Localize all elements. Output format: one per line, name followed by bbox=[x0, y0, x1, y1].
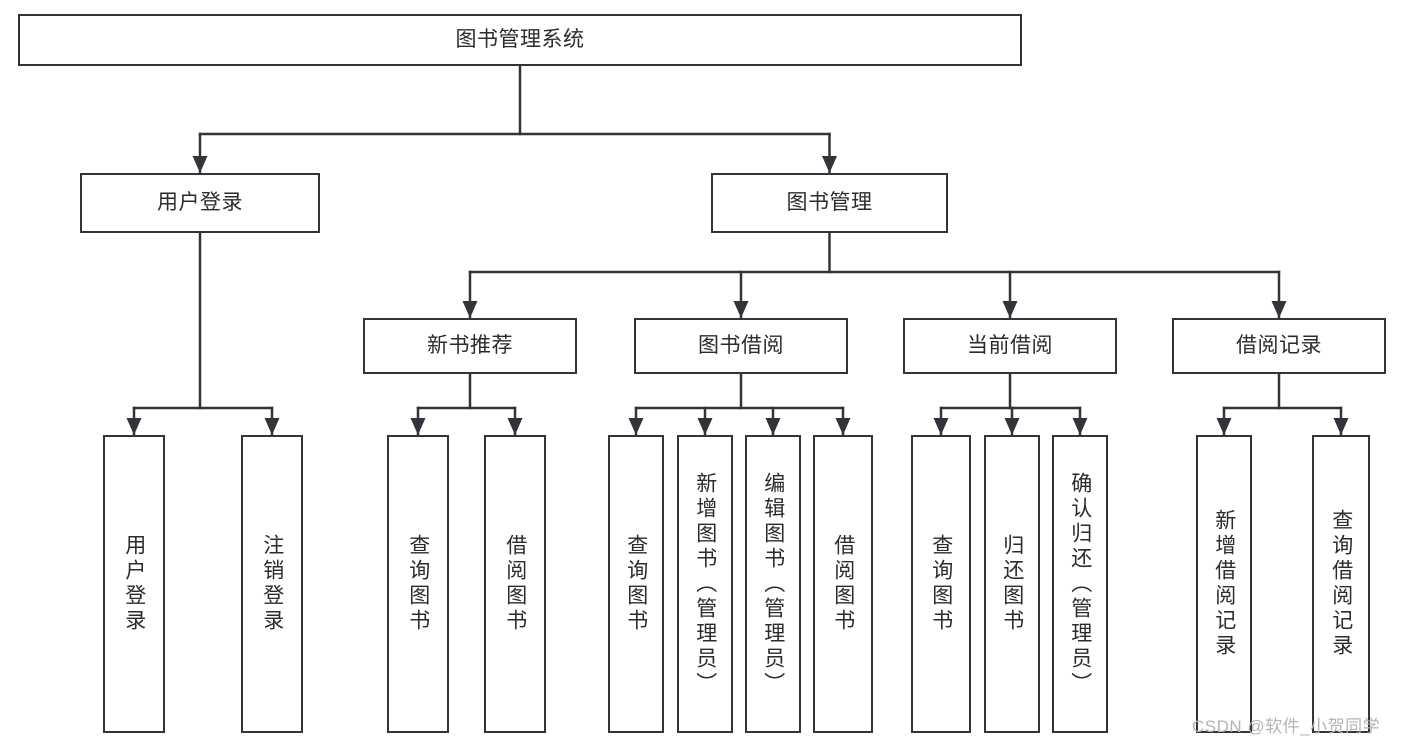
node-leaf-query-2[interactable]: 查询图书 bbox=[608, 435, 664, 733]
node-leaf-query-1[interactable]: 查询图书 bbox=[387, 435, 449, 733]
node-label: 查询图书 bbox=[406, 534, 430, 634]
node-label: 借阅图书 bbox=[503, 534, 527, 634]
node-label: 确认归还（管理员） bbox=[1068, 471, 1092, 697]
node-leaf-borrow-1[interactable]: 借阅图书 bbox=[484, 435, 546, 733]
arrowhead-user-login bbox=[192, 156, 208, 173]
node-label: 用户登录 bbox=[122, 534, 146, 634]
node-label: 新增借阅记录 bbox=[1212, 509, 1236, 659]
node-label: 图书管理 bbox=[786, 191, 873, 215]
arrowhead-book-borrow bbox=[733, 301, 749, 318]
node-leaf-confirm[interactable]: 确认归还（管理员） bbox=[1052, 435, 1108, 733]
node-new-book-rec[interactable]: 新书推荐 bbox=[363, 318, 577, 374]
node-current-borrow[interactable]: 当前借阅 bbox=[903, 318, 1117, 374]
arrowhead-leaf-query-3 bbox=[933, 418, 949, 435]
node-leaf-query-3[interactable]: 查询图书 bbox=[911, 435, 971, 733]
node-user-login[interactable]: 用户登录 bbox=[80, 173, 320, 233]
arrowhead-new-book-rec bbox=[462, 301, 478, 318]
node-label: 查询借阅记录 bbox=[1329, 509, 1353, 659]
arrowhead-book-manage bbox=[822, 156, 837, 173]
node-borrow-record[interactable]: 借阅记录 bbox=[1172, 318, 1386, 374]
node-label: 图书管理系统 bbox=[455, 28, 585, 52]
arrowhead-leaf-logout bbox=[264, 418, 280, 435]
arrowhead-leaf-query-2 bbox=[628, 418, 644, 435]
node-label: 编辑图书（管理员） bbox=[761, 471, 785, 697]
node-leaf-query-rec[interactable]: 查询借阅记录 bbox=[1312, 435, 1370, 733]
arrowhead-leaf-query-1 bbox=[410, 418, 426, 435]
node-leaf-logout[interactable]: 注销登录 bbox=[241, 435, 303, 733]
node-label: 借阅图书 bbox=[831, 534, 855, 634]
arrowhead-leaf-add-record bbox=[1216, 418, 1232, 435]
arrowhead-leaf-borrow-1 bbox=[507, 418, 523, 435]
node-leaf-add-record[interactable]: 新增借阅记录 bbox=[1196, 435, 1252, 733]
node-leaf-add-book[interactable]: 新增图书（管理员） bbox=[677, 435, 733, 733]
node-label: 借阅记录 bbox=[1236, 334, 1322, 358]
node-leaf-edit-book[interactable]: 编辑图书（管理员） bbox=[745, 435, 801, 733]
node-label: 图书借阅 bbox=[698, 334, 784, 358]
node-label: 新增图书（管理员） bbox=[693, 471, 717, 697]
node-label: 用户登录 bbox=[157, 191, 243, 215]
node-label: 查询图书 bbox=[624, 534, 648, 634]
node-label: 新书推荐 bbox=[427, 334, 513, 358]
node-label: 当前借阅 bbox=[967, 334, 1053, 358]
arrowhead-leaf-borrow-2 bbox=[835, 418, 851, 435]
arrowhead-leaf-confirm bbox=[1072, 418, 1088, 435]
node-book-manage[interactable]: 图书管理 bbox=[711, 173, 948, 233]
arrowhead-leaf-return bbox=[1004, 418, 1020, 435]
node-leaf-user-login[interactable]: 用户登录 bbox=[103, 435, 165, 733]
node-label: 注销登录 bbox=[260, 534, 284, 634]
node-book-borrow[interactable]: 图书借阅 bbox=[634, 318, 848, 374]
node-label: 查询图书 bbox=[929, 534, 953, 634]
arrowhead-current-borrow bbox=[1002, 301, 1018, 318]
arrowhead-leaf-edit-book bbox=[765, 418, 781, 435]
arrowhead-borrow-record bbox=[1271, 301, 1287, 318]
node-leaf-return[interactable]: 归还图书 bbox=[984, 435, 1040, 733]
node-root[interactable]: 图书管理系统 bbox=[18, 14, 1022, 66]
arrowhead-leaf-user-login bbox=[126, 418, 142, 435]
node-label: 归还图书 bbox=[1000, 534, 1024, 634]
arrowhead-leaf-query-rec bbox=[1333, 418, 1349, 435]
arrowhead-leaf-add-book bbox=[697, 418, 713, 435]
node-leaf-borrow-2[interactable]: 借阅图书 bbox=[813, 435, 873, 733]
